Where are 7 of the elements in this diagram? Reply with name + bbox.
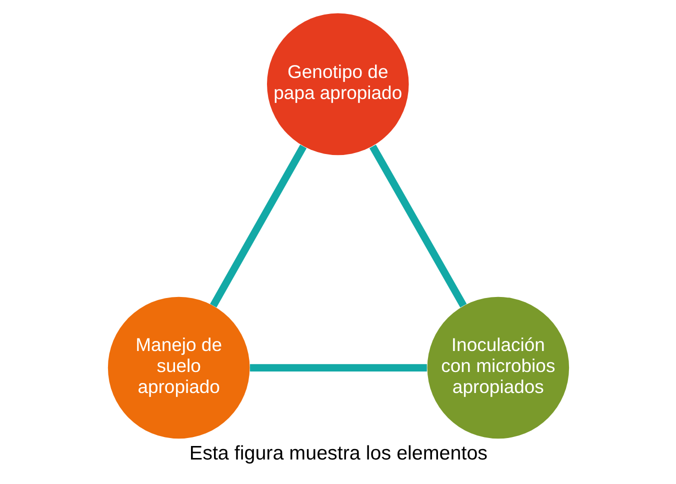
node-circle: Genotipo de papa apropiado [266,13,408,156]
connector [210,144,306,308]
caption: Esta figura muestra los elementos [188,442,488,464]
connector [368,144,466,308]
node-circle: Manejo de suelo apropiado [107,296,250,439]
connector [249,364,426,372]
node-circle: Inoculación con microbios apropiados [426,296,569,439]
